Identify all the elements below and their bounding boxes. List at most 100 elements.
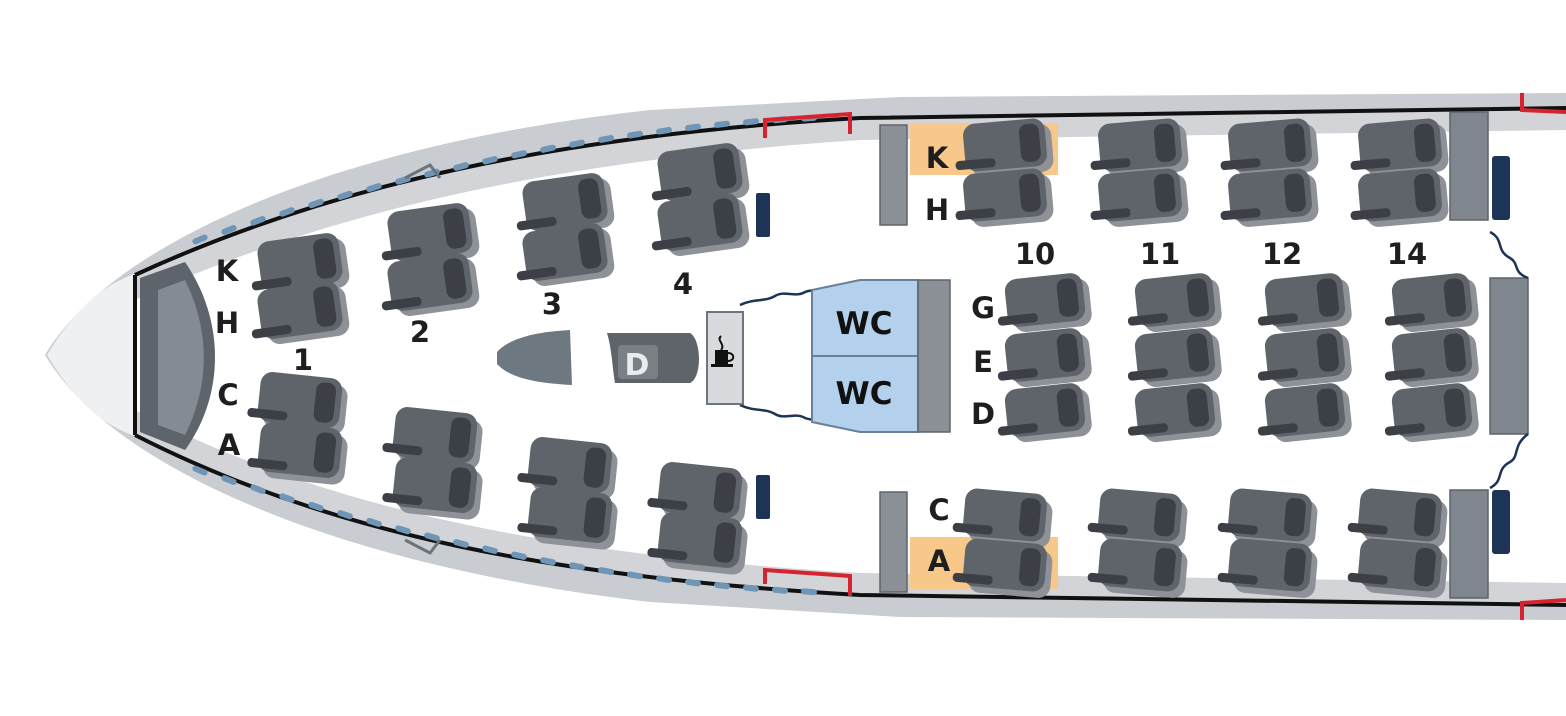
- seat[interactable]: [1087, 117, 1189, 179]
- seat-part: [1384, 423, 1425, 436]
- seat[interactable]: [516, 485, 619, 551]
- row-label: 4: [673, 267, 693, 301]
- seat-part: [647, 547, 688, 561]
- seat[interactable]: [1381, 381, 1480, 445]
- seat-part: [1257, 313, 1298, 326]
- seat[interactable]: [994, 326, 1093, 390]
- seat[interactable]: [1124, 271, 1223, 335]
- seat-letter: C: [217, 378, 238, 412]
- closet-upper-row4: [756, 193, 770, 237]
- row-label: 3: [542, 287, 562, 321]
- seat[interactable]: [952, 117, 1054, 179]
- seat[interactable]: [246, 370, 349, 436]
- seat-part: [251, 276, 292, 291]
- seat-part: [516, 216, 557, 231]
- seat-part: [382, 492, 423, 506]
- seat[interactable]: [952, 487, 1054, 549]
- seat-part: [516, 266, 557, 281]
- seat-part: [1283, 123, 1306, 162]
- seat[interactable]: [646, 141, 751, 210]
- seat-part: [1384, 313, 1425, 326]
- curtain-rear-lower: [1489, 433, 1529, 490]
- seat-part: [1127, 423, 1168, 436]
- seat[interactable]: [952, 167, 1054, 229]
- seat[interactable]: [1087, 167, 1189, 229]
- seat[interactable]: [1217, 117, 1319, 179]
- seat[interactable]: [246, 279, 351, 348]
- seat[interactable]: [1347, 537, 1449, 599]
- curtain-panel-upper: [1492, 156, 1510, 220]
- seat[interactable]: [1347, 487, 1449, 549]
- seat[interactable]: [1381, 271, 1480, 335]
- seat-part: [1153, 548, 1176, 587]
- seat[interactable]: [1087, 537, 1189, 599]
- seat-letter: H: [925, 193, 949, 227]
- window: [366, 517, 382, 527]
- seat[interactable]: [1217, 537, 1319, 599]
- seat-part: [997, 423, 1038, 436]
- seat-part: [313, 286, 337, 327]
- door-rear-upper[interactable]: [1520, 93, 1566, 114]
- seat-part: [1153, 173, 1176, 212]
- door-front-lower[interactable]: [763, 567, 852, 596]
- seat-part: [1283, 548, 1306, 587]
- seat[interactable]: [1254, 326, 1353, 390]
- seat[interactable]: [1124, 326, 1223, 390]
- window: [598, 567, 614, 575]
- seat[interactable]: [1217, 167, 1319, 229]
- seat[interactable]: [646, 460, 749, 526]
- seat[interactable]: [511, 171, 616, 240]
- window: [685, 578, 701, 587]
- seat-part: [1257, 423, 1298, 436]
- seat[interactable]: [646, 191, 751, 260]
- window: [453, 539, 469, 548]
- seat[interactable]: [1254, 381, 1353, 445]
- seat-part: [313, 238, 337, 279]
- seat[interactable]: [1217, 487, 1319, 549]
- seat-part: [955, 208, 996, 221]
- seat-part: [247, 407, 288, 421]
- seat[interactable]: [1347, 117, 1449, 179]
- door-rear-lower[interactable]: [1520, 598, 1566, 620]
- window: [482, 545, 498, 555]
- seat-part: [952, 572, 993, 585]
- coffee-cup-icon: [711, 335, 735, 367]
- window: [569, 562, 585, 571]
- seat[interactable]: [516, 435, 619, 501]
- seat-part: [997, 313, 1038, 326]
- seat-part: [1018, 123, 1041, 162]
- window: [511, 551, 527, 560]
- seat-letter: D: [971, 397, 995, 431]
- seat[interactable]: [376, 251, 481, 320]
- seat-part: [517, 472, 558, 486]
- window: [598, 135, 614, 143]
- seat[interactable]: [381, 455, 484, 521]
- seat[interactable]: [646, 510, 749, 576]
- seat-part: [517, 522, 558, 536]
- window: [714, 120, 730, 128]
- seat-part: [1350, 208, 1391, 221]
- window: [685, 123, 701, 132]
- seat[interactable]: [994, 381, 1093, 445]
- crew-seat[interactable]: D: [607, 333, 699, 383]
- seat[interactable]: [376, 201, 481, 270]
- seat[interactable]: [246, 420, 349, 486]
- seat-part: [443, 258, 467, 299]
- door-front-upper[interactable]: [763, 111, 852, 138]
- seat[interactable]: [1347, 167, 1449, 229]
- seat[interactable]: [1254, 271, 1353, 335]
- seat-part: [1087, 522, 1128, 535]
- seat[interactable]: [381, 405, 484, 471]
- seat[interactable]: [1124, 381, 1223, 445]
- seat-part: [1316, 278, 1340, 317]
- seat[interactable]: [994, 271, 1093, 335]
- seat[interactable]: [1381, 326, 1480, 390]
- seat[interactable]: [952, 537, 1054, 599]
- seat[interactable]: [511, 221, 616, 290]
- window: [453, 162, 469, 171]
- seat[interactable]: [246, 231, 351, 300]
- window: [221, 225, 237, 235]
- seat-part: [713, 148, 737, 189]
- window: [801, 588, 817, 596]
- seat[interactable]: [1087, 487, 1189, 549]
